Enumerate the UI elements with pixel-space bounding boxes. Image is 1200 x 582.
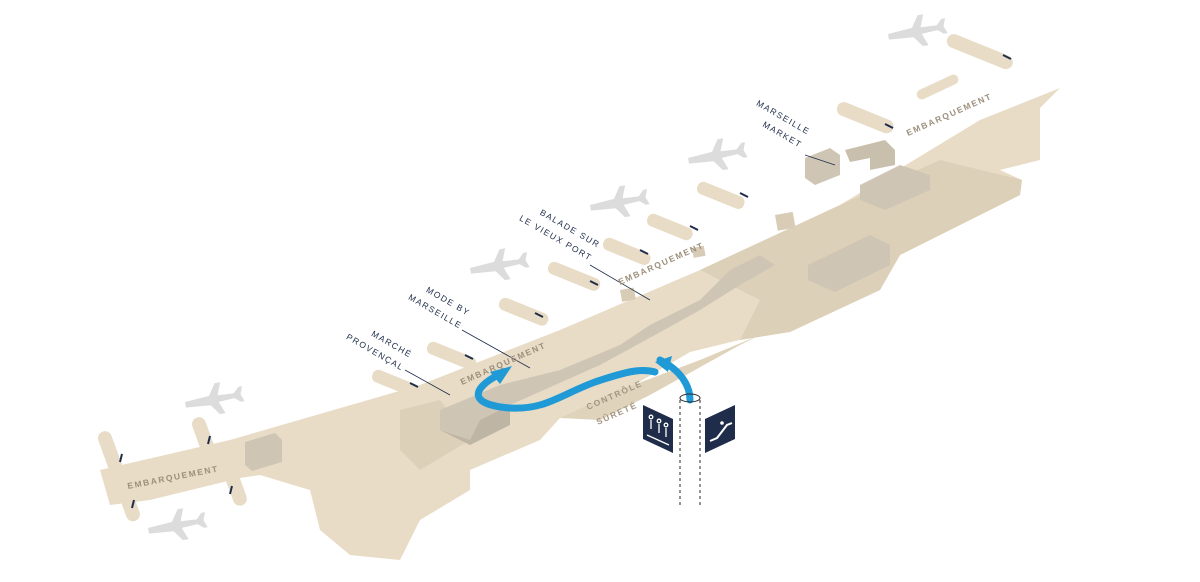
route-arrowheads [490, 356, 672, 384]
building-blocks [245, 140, 930, 471]
escalator-icon[interactable] [705, 405, 735, 453]
shop-leaders [404, 154, 836, 396]
restroom-icon[interactable] [643, 405, 673, 453]
terminal-floor [100, 88, 1060, 560]
jet-bridges [97, 34, 1013, 522]
gate-markers [119, 54, 1012, 509]
escalator-column [679, 393, 701, 505]
